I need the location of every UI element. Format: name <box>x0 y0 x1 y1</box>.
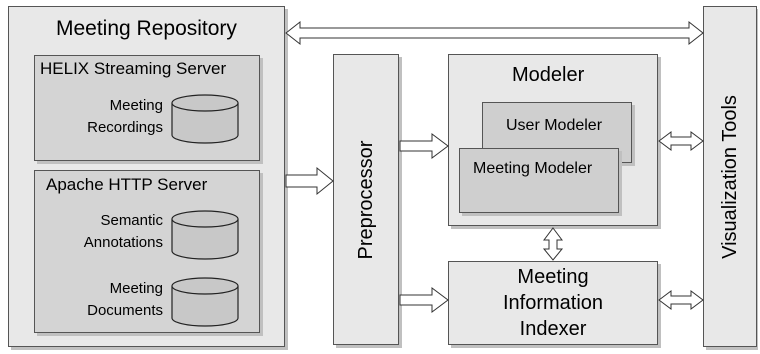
apache-server-title: Apache HTTP Server <box>46 175 208 194</box>
modeler-indexer-arrow <box>542 227 564 261</box>
recordings-label-line2: Recordings <box>87 119 163 136</box>
repository-visualization-arrow <box>285 20 704 46</box>
semantic-annotations-database-icon <box>171 210 239 260</box>
meeting-recordings-database-icon <box>171 94 239 144</box>
user-modeler-label: User Modeler <box>506 117 603 134</box>
preprocessor-indexer-arrow <box>399 287 449 313</box>
modeler-visualization-arrow <box>658 131 704 151</box>
meeting-modeler-box <box>459 148 619 213</box>
visualization-tools-box <box>703 6 757 347</box>
meeting-modeler-label: Meeting Modeler <box>473 160 593 177</box>
annotations-label-line1: Semantic <box>100 212 163 229</box>
annotations-label-line2: Annotations <box>83 234 163 251</box>
meeting-documents-database-icon <box>171 277 239 327</box>
indexer-label-line1: Meeting <box>517 266 589 288</box>
indexer-visualization-arrow <box>658 290 704 310</box>
modeler-title: Modeler <box>512 64 585 86</box>
helix-server-title: HELIX Streaming Server <box>40 59 227 78</box>
documents-label-line2: Documents <box>87 302 163 319</box>
indexer-label-line2: Information <box>502 292 604 314</box>
indexer-box <box>448 261 658 345</box>
repository-preprocessor-arrow <box>285 166 334 196</box>
meeting-repository-title: Meeting Repository <box>56 17 237 40</box>
documents-label-line1: Meeting <box>109 280 163 297</box>
recordings-label-line1: Meeting <box>109 97 163 114</box>
preprocessor-modeler-arrow <box>399 133 449 159</box>
preprocessor-box <box>333 54 399 345</box>
indexer-label-line3: Indexer <box>519 318 587 340</box>
